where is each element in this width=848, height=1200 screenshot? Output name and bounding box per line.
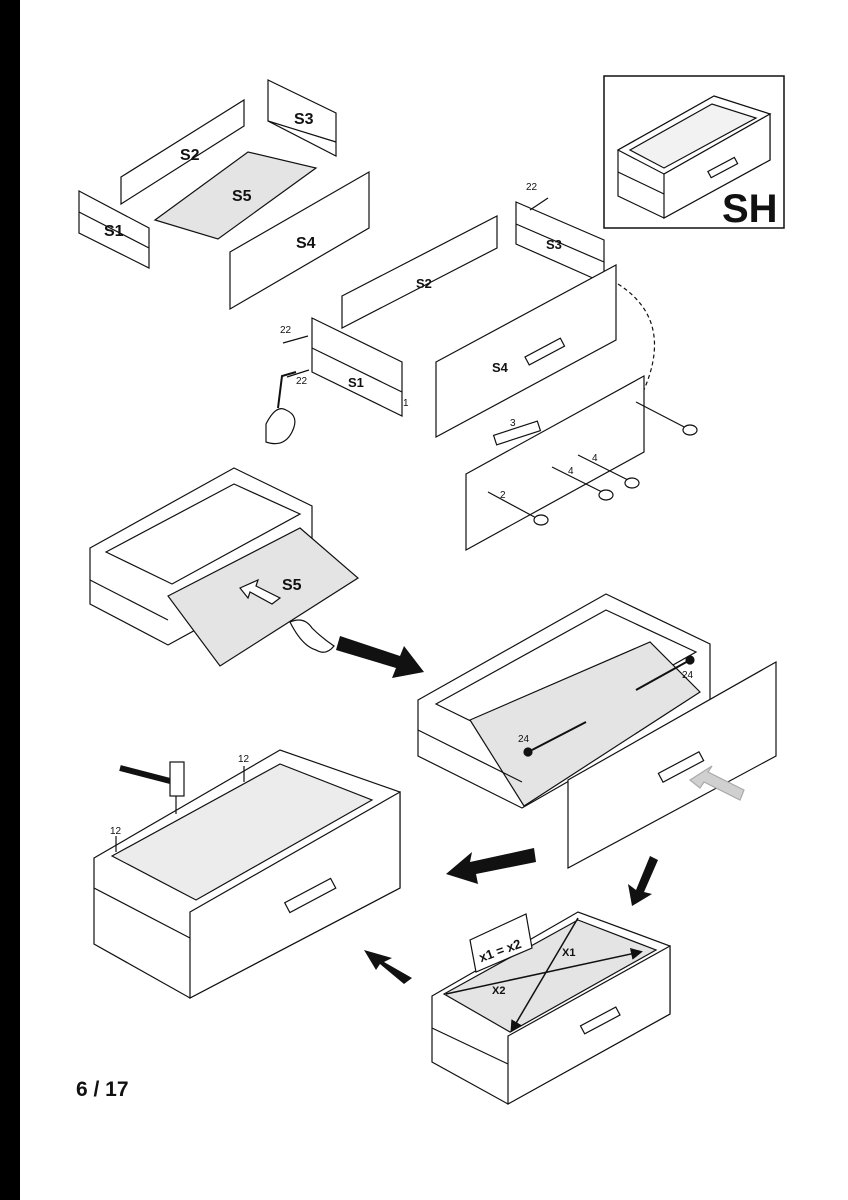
part-s2 <box>120 98 245 206</box>
fitting-22-lower: 22 <box>296 376 308 387</box>
drawer-front-panel <box>567 660 777 870</box>
attach-front-step <box>417 593 777 870</box>
nail-back-step <box>93 749 401 999</box>
dowel-22-c <box>529 197 549 211</box>
frame-s4-label: S4 <box>492 360 509 375</box>
part-s5 <box>153 151 318 240</box>
part-s3 <box>267 79 337 157</box>
fitting-3-label: 3 <box>510 418 516 429</box>
exploded-s2-label: S2 <box>180 147 200 164</box>
fitting-2-label: 2 <box>500 490 506 501</box>
fitting-4-label-a: 4 <box>568 466 574 477</box>
dowel-22-a <box>282 335 309 344</box>
sh-inset: SH <box>603 75 785 231</box>
frame-s1-panel <box>311 317 403 417</box>
fitting-22-top: 22 <box>526 182 538 193</box>
left-edge-bar <box>0 0 20 1200</box>
diagonal-x2-label: X2 <box>492 985 505 997</box>
handle-part-3 <box>492 420 542 446</box>
exploded-s4-label: S4 <box>296 235 316 252</box>
frame-assembly <box>265 197 617 445</box>
fitting-1-label: 1 <box>403 398 409 409</box>
hand-icon <box>265 408 296 445</box>
frame-s4-panel <box>435 263 617 439</box>
screwdriver-right-icon <box>635 659 691 691</box>
bottom-insert-step <box>89 467 360 667</box>
dowel-22-b <box>286 369 310 378</box>
sh-label: SH <box>722 187 778 231</box>
page-number: 6 / 17 <box>76 1078 129 1101</box>
front-panel-detail <box>465 283 698 552</box>
step-arrow-down <box>628 856 658 906</box>
step-arrow-up-left <box>364 950 412 984</box>
front-panel-back-view <box>465 374 645 552</box>
hammer-head-icon <box>169 761 185 797</box>
frame-s1-label: S1 <box>348 375 364 390</box>
finished-handle <box>283 877 337 914</box>
frame-s3-label: S3 <box>546 237 562 252</box>
part-s4 <box>229 170 370 311</box>
insert-s5-label: S5 <box>282 577 302 594</box>
fitting-24-left: 24 <box>518 734 530 745</box>
diagonal-check-step <box>431 911 671 1106</box>
hammer-handle-icon <box>119 765 175 785</box>
hand-push-icon <box>289 619 335 653</box>
equation-card <box>469 913 533 973</box>
exploded-parts <box>78 79 370 311</box>
exploded-s5-label: S5 <box>232 188 252 205</box>
fitting-12-left: 12 <box>110 826 122 837</box>
step-arrow-right <box>336 636 424 678</box>
fitting-12-top: 12 <box>238 754 250 765</box>
frame-s2-panel <box>341 215 498 329</box>
front-handle <box>657 750 705 784</box>
press-arrow <box>688 765 745 801</box>
step-arrow-left <box>446 848 536 884</box>
diagonal-x2-icon <box>510 917 579 1033</box>
frame-s2-label: S2 <box>416 276 432 291</box>
fitting-22-left: 22 <box>280 325 292 336</box>
fitting-24-right: 24 <box>682 670 694 681</box>
diagonal-x1-label: X1 <box>562 947 575 959</box>
allen-key-icon <box>277 371 297 409</box>
fitting-4-label-b: 4 <box>592 453 598 464</box>
part-s1 <box>78 190 150 269</box>
push-in-arrow <box>239 578 282 605</box>
diagonal-x1-icon <box>445 948 643 995</box>
exploded-s1-label: S1 <box>104 223 124 240</box>
handle-on-s4 <box>524 337 566 366</box>
screwdriver-left-icon <box>531 721 587 751</box>
exploded-s3-label: S3 <box>294 111 314 128</box>
